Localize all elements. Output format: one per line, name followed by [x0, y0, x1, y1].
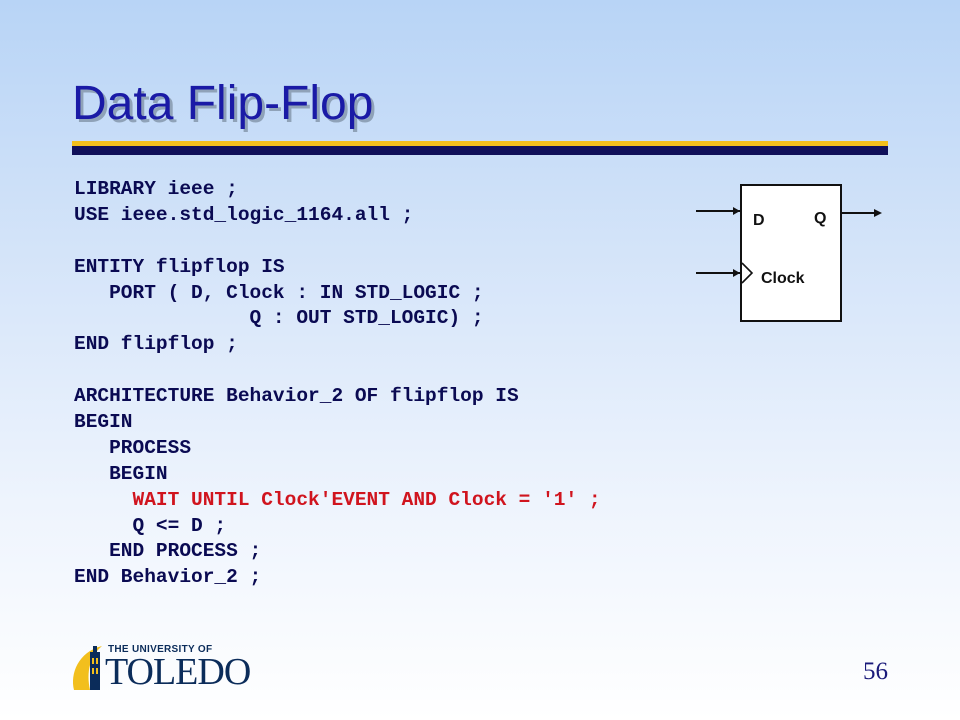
flip-flop-box [740, 184, 842, 322]
clock-edge-symbol [741, 262, 754, 284]
code-line: LIBRARY ieee ; [74, 178, 238, 200]
code-line: BEGIN [74, 411, 133, 434]
code-line [74, 229, 601, 255]
code-line: END flipflop ; [74, 333, 238, 356]
page-number: 56 [863, 658, 888, 685]
title-rule-gold [72, 141, 888, 146]
code-line: END PROCESS ; [74, 540, 262, 563]
code-line-highlighted: WAIT UNTIL Clock'EVENT AND Clock = '1' ; [74, 488, 601, 511]
code-line: END Behavior_2 ; [74, 566, 262, 589]
code-line: USE ieee.std_logic_1164.all ; [74, 203, 414, 226]
tower-icon [73, 646, 102, 690]
d-input-arrow [733, 207, 740, 215]
clock-input-arrow [733, 269, 740, 277]
logo-wordmark: TOLEDO [105, 651, 251, 693]
slide-title: Data Flip-Flop [72, 77, 374, 130]
code-line: ENTITY flipflop IS [74, 255, 285, 278]
code-line: BEGIN [74, 462, 168, 485]
q-output-arrow [874, 209, 882, 217]
clock-edge-triangle [741, 262, 754, 284]
code-line: ARCHITECTURE Behavior_2 OF flipflop IS [74, 385, 519, 408]
code-line [74, 358, 601, 384]
code-line: PORT ( D, Clock : IN STD_LOGIC ; [74, 281, 484, 304]
slide-title-shadow: Data Flip-Flop [75, 80, 377, 133]
d-label: D [753, 212, 765, 229]
vhdl-code-block: LIBRARY ieee ; USE ieee.std_logic_1164.al… [74, 177, 601, 591]
flip-flop-wires [696, 207, 882, 277]
code-line: Q <= D ; [74, 514, 227, 537]
title-rule-navy [72, 146, 888, 155]
q-label: Q [814, 210, 827, 227]
flip-flop-diagram: D Q Clock [690, 180, 890, 330]
logo-subtitle: THE UNIVERSITY OF [108, 644, 213, 655]
code-line: Q : OUT STD_LOGIC) ; [74, 307, 484, 330]
clock-label: Clock [761, 270, 805, 287]
code-line: PROCESS [74, 436, 192, 459]
